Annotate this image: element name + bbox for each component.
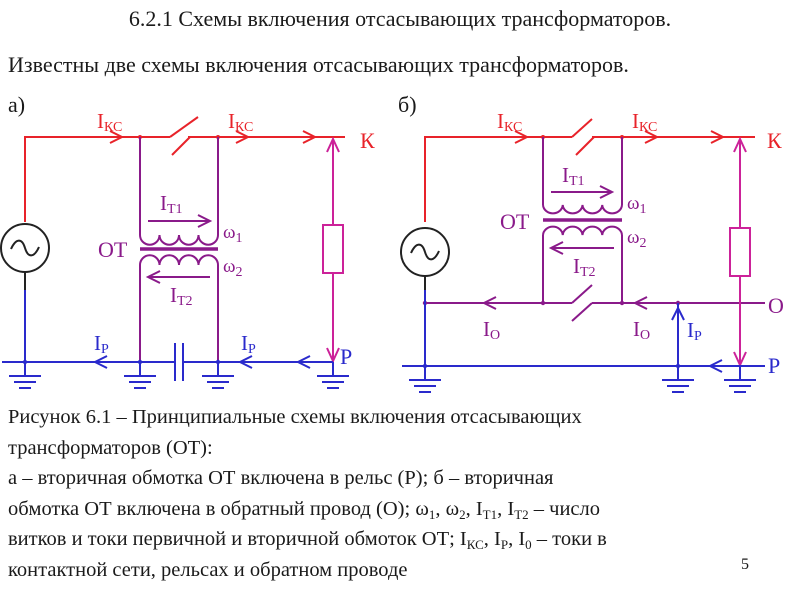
intro-text: Известны две схемы включения отсасывающи… [8, 52, 629, 77]
transformer-a [139, 137, 219, 362]
omega1-b-label: ω1 [627, 193, 647, 217]
figure-caption: Рисунок 6.1 – Принципиальные схемы включ… [8, 402, 798, 585]
arrow-ikc-a-left [109, 130, 125, 144]
ip-a-right-label: IР [241, 331, 256, 357]
caption-line-1: Рисунок 6.1 – Принципиальные схемы включ… [8, 406, 582, 428]
caption-line-5: витков и токи первичной и вторичной обмо… [8, 528, 607, 552]
node-o-b: О [768, 293, 784, 318]
it2-b-label: IТ2 [573, 254, 596, 280]
omega1-a-label: ω1 [223, 222, 243, 246]
rail-a [2, 290, 350, 389]
ot-b-label: ОТ [500, 209, 530, 234]
ot-a-label: ОТ [98, 237, 128, 262]
caption-line-6: контактной сети, рельсах и обратном пров… [8, 558, 408, 581]
contact-network-b [424, 118, 755, 222]
rail-b [402, 290, 765, 393]
arrow-ikc-a-right [235, 130, 251, 144]
node-k-a: К [360, 128, 375, 153]
transformer-b [425, 137, 765, 322]
diagram-a: а) IКС IКС К [0, 92, 375, 389]
diagram-b: б) IКС IКС К [398, 92, 784, 393]
ip-b-label: IР [687, 318, 702, 344]
omega2-b-label: ω2 [627, 227, 647, 251]
page-number: 5 [741, 556, 749, 573]
ikc-b-right-label: IКС [632, 109, 657, 135]
diagram-a-label: а) [8, 92, 25, 117]
contact-network-a [24, 116, 345, 222]
circuit-diagrams: а) IКС IКС К [0, 92, 784, 393]
ikc-b-left-label: IКС [497, 109, 522, 135]
slide-title: 6.2.1 Схемы включения отсасывающих транс… [128, 6, 672, 31]
node-p-b: Р [768, 353, 780, 378]
load-a [322, 136, 344, 364]
diagram-b-label: б) [398, 92, 417, 117]
omega2-a-label: ω2 [223, 256, 243, 280]
ikc-a-left-label: IКС [97, 109, 122, 135]
it1-b-label: IТ1 [562, 163, 585, 189]
io-b-right-label: IО [633, 317, 650, 343]
ac-source-b-icon [400, 227, 450, 290]
it2-a-label: IТ2 [170, 283, 193, 309]
ip-a-left-label: IР [94, 331, 109, 357]
node-p-a: Р [340, 344, 352, 369]
ikc-a-right-label: IКС [228, 109, 253, 135]
caption-line-3: а – вторичная обмотка ОТ включена в рель… [8, 467, 554, 489]
io-b-left-label: IО [483, 317, 500, 343]
ac-source-a-icon [0, 223, 50, 290]
load-b [729, 136, 751, 368]
node-k-b: К [767, 128, 782, 153]
caption-line-2: трансформаторов (ОТ): [8, 436, 213, 459]
caption-line-4: обмотка ОТ включена в обратный провод (О… [8, 497, 601, 522]
it1-a-label: IТ1 [160, 191, 183, 217]
